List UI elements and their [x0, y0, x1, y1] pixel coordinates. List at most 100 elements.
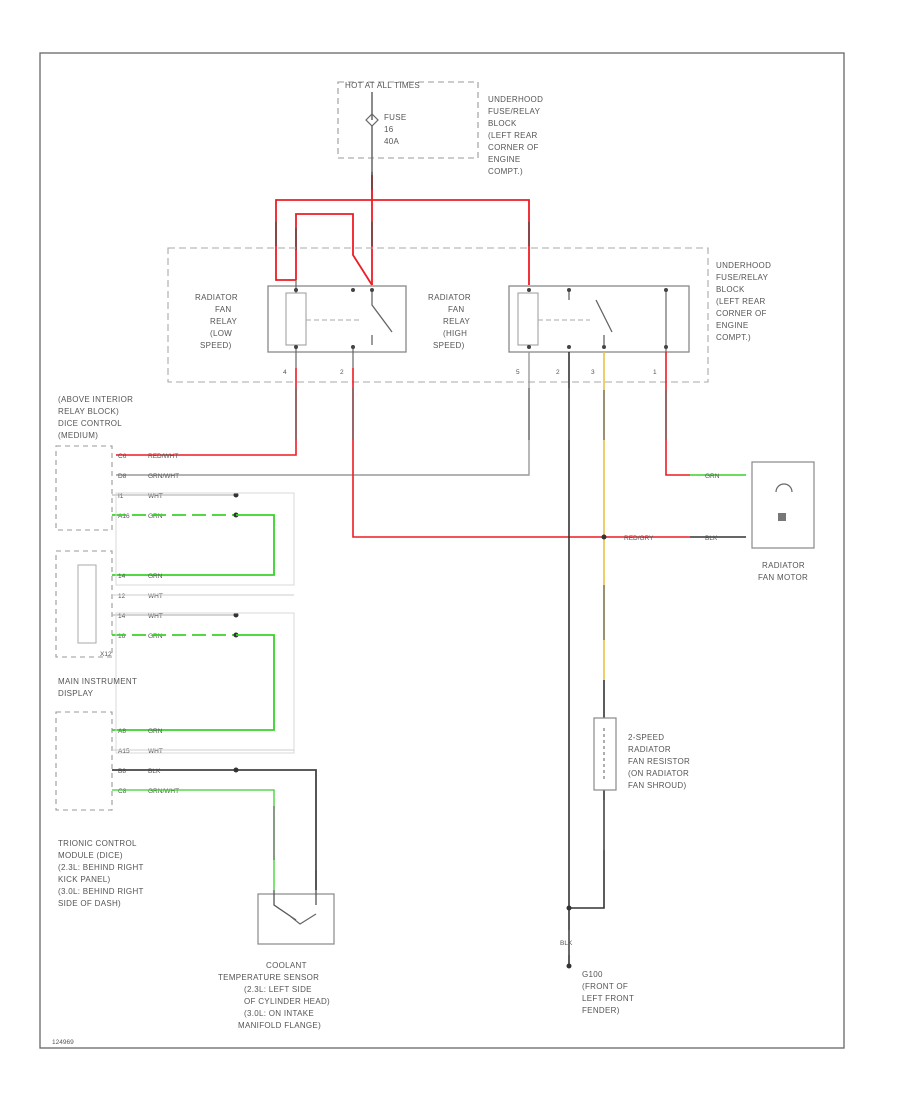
low-speed-relay: RADIATOR FAN RELAY (LOW SPEED) — [195, 280, 407, 368]
diagram-label: (3.0L: BEHIND RIGHT — [58, 887, 144, 896]
diagram-label: C6 — [118, 453, 127, 460]
diagram-label: BLK — [705, 535, 718, 542]
figure-id: 124969 — [52, 1039, 74, 1046]
coolant-temperature-sensor: COOLANT TEMPERATURE SENSOR (2.3L: LEFT S… — [218, 890, 335, 1030]
diagram-label: GRN — [148, 728, 163, 735]
diagram-label: FAN MOTOR — [758, 573, 808, 582]
diagram-label: SPEED) — [200, 341, 232, 350]
diagram-label: D8 — [118, 473, 127, 480]
diagram-label: 4 — [283, 369, 287, 376]
diagram-label: BLOCK — [716, 285, 745, 294]
fuse-box-header: HOT AT ALL TIMES — [345, 81, 420, 90]
fuse-label: FUSE — [384, 113, 407, 122]
diagram-label: UNDERHOOD — [488, 95, 543, 104]
diagram-label: 5 — [516, 369, 520, 376]
diagram-label: GRN — [148, 573, 163, 580]
high-speed-relay: RADIATOR FAN RELAY (HIGH SPEED) — [428, 285, 690, 353]
diagram-label: (FRONT OF — [582, 982, 628, 991]
relay-block: UNDERHOOD FUSE/RELAY BLOCK (LEFT REAR CO… — [167, 247, 771, 383]
diagram-label: (LEFT REAR — [716, 297, 766, 306]
diagram-label: FUSE/RELAY — [488, 107, 541, 116]
diagram-label: RELAY BLOCK) — [58, 407, 119, 416]
diagram-label: WHT — [148, 593, 163, 600]
ground-g100: BLK G100 (FRONT OF LEFT FRONT FENDER) — [560, 905, 634, 1015]
diagram-label: TEMPERATURE SENSOR — [218, 973, 319, 982]
diagram-label: WHT — [148, 493, 163, 500]
fuse-number: 16 — [384, 125, 394, 134]
diagram-border — [39, 52, 845, 1049]
diagram-label: RELAY — [443, 317, 471, 326]
fuse-rating: 40A — [384, 137, 399, 146]
diagram-label: WHT — [148, 748, 163, 755]
diagram-label: FAN — [448, 305, 464, 314]
diagram-label: BLK — [148, 768, 161, 775]
diagram-label: 12 — [118, 593, 126, 600]
diagram-label: RED/GRY — [624, 535, 654, 542]
diagram-label: GRN/WHT — [148, 473, 179, 480]
diagram-label: A16 — [118, 513, 130, 520]
diagram-label: (3.0L: ON INTAKE — [244, 1009, 314, 1018]
diagram-label: FAN RESISTOR — [628, 757, 690, 766]
diagram-label: 14 — [118, 573, 126, 580]
diagram-label: MAIN INSTRUMENT — [58, 677, 137, 686]
diagram-label: 2 — [556, 369, 560, 376]
diagram-label: GRN — [148, 513, 163, 520]
diagram-label: SIDE OF DASH) — [58, 899, 121, 908]
diagram-label: GRN/WHT — [148, 788, 179, 795]
diagram-label: (2.3L: LEFT SIDE — [244, 985, 312, 994]
diagram-label: RADIATOR — [628, 745, 671, 754]
diagram-label: (LOW — [210, 329, 232, 338]
diagram-label: WHT — [148, 613, 163, 620]
diagram-label: (2.3L: BEHIND RIGHT — [58, 863, 144, 872]
diagram-label: ENGINE — [488, 155, 520, 164]
diagram-label: C8 — [118, 788, 127, 795]
fuse-box: HOT AT ALL TIMES FUSE 16 40A UNDERHOOD F… — [337, 81, 543, 200]
two-speed-resistor: 2-SPEED RADIATOR FAN RESISTOR (ON RADIAT… — [593, 717, 690, 791]
diagram-label: 3 — [591, 369, 595, 376]
diagram-label: FAN — [215, 305, 231, 314]
diagram-label: RADIATOR — [762, 561, 805, 570]
diagram-label: (MEDIUM) — [58, 431, 98, 440]
diagram-label: LEFT FRONT — [582, 994, 634, 1003]
diagram-label: MODULE (DICE) — [58, 851, 123, 860]
diagram-label: G100 — [582, 970, 603, 979]
diagram-label: SPEED) — [433, 341, 465, 350]
connector-x12: X12 — [55, 550, 113, 658]
diagram-label: 2-SPEED — [628, 733, 664, 742]
diagram-label: RED/WHT — [148, 453, 178, 460]
diagram-label: FENDER) — [582, 1006, 620, 1015]
diagram-label: (ON RADIATOR — [628, 769, 689, 778]
diagram-label: 14 — [118, 613, 126, 620]
main-instrument-display: MAIN INSTRUMENT DISPLAY — [55, 677, 137, 811]
radiator-fan-motor: RADIATOR FAN MOTOR — [751, 461, 815, 582]
diagram-label: CORNER OF — [716, 309, 767, 318]
diagram-label: OF CYLINDER HEAD) — [244, 997, 330, 1006]
diagram-label: KICK PANEL) — [58, 875, 111, 884]
diagram-label: ENGINE — [716, 321, 748, 330]
diagram-label: 2 — [340, 369, 344, 376]
diagram-label: (ABOVE INTERIOR — [58, 395, 133, 404]
diagram-label: RADIATOR — [428, 293, 471, 302]
diagram-label: FUSE/RELAY — [716, 273, 769, 282]
diagram-label: BLK — [560, 940, 573, 947]
wire-red-fan-high — [665, 352, 690, 476]
diagram-label: GRN — [705, 473, 720, 480]
diagram-label: DISPLAY — [58, 689, 94, 698]
diagram-label: B8 — [118, 768, 126, 775]
diagram-label: A15 — [118, 748, 130, 755]
red-power-bus — [275, 175, 530, 286]
diagram-label: (LEFT REAR — [488, 131, 538, 140]
diagram-label: COOLANT — [266, 961, 307, 970]
diagram-label: GRN — [148, 633, 163, 640]
diagram-label: X12 — [100, 651, 112, 658]
diagram-label: (HIGH — [443, 329, 467, 338]
diagram-label: 1 — [653, 369, 657, 376]
interior-relay-block: (ABOVE INTERIOR RELAY BLOCK) DICE CONTRO… — [55, 395, 133, 531]
diagram-label: MANIFOLD FLANGE) — [238, 1021, 321, 1030]
diagram-label: COMPT.) — [488, 167, 523, 176]
diagram-label: COMPT.) — [716, 333, 751, 342]
diagram-label: BLOCK — [488, 119, 517, 128]
diagram-label: CORNER OF — [488, 143, 539, 152]
diagram-label: RADIATOR — [195, 293, 238, 302]
